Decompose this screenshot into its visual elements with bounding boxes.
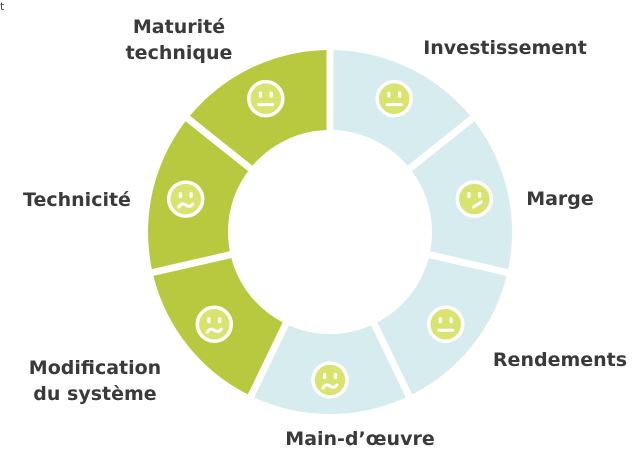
worried-icon [195, 305, 234, 344]
label-rendements: Rendements [493, 349, 627, 371]
label-main-doeuvre: Main-d’œuvre [285, 428, 434, 450]
label-maturite-technique-line-1: Maturité [133, 16, 225, 38]
label-modification-du-systeme-line-1: Modification [29, 357, 161, 379]
label-maturite-technique-line-2: technique [126, 42, 233, 64]
stray-text: t [0, 0, 5, 13]
label-marge: Marge [526, 188, 594, 210]
labels: InvestissementMargeRendementsMain-d’œuvr… [23, 16, 627, 450]
worried-icon [166, 180, 205, 218]
label-modification-du-systeme-line-2: du système [33, 383, 156, 405]
neutral-icon [426, 305, 465, 344]
ring [148, 50, 513, 415]
smileys [166, 79, 494, 399]
label-technicite: Technicité [23, 189, 131, 211]
skeptical-icon [455, 180, 494, 218]
worried-icon [311, 361, 349, 399]
neutral-icon [375, 79, 413, 118]
neutral-icon [247, 79, 285, 118]
label-investissement: Investissement [423, 37, 587, 59]
